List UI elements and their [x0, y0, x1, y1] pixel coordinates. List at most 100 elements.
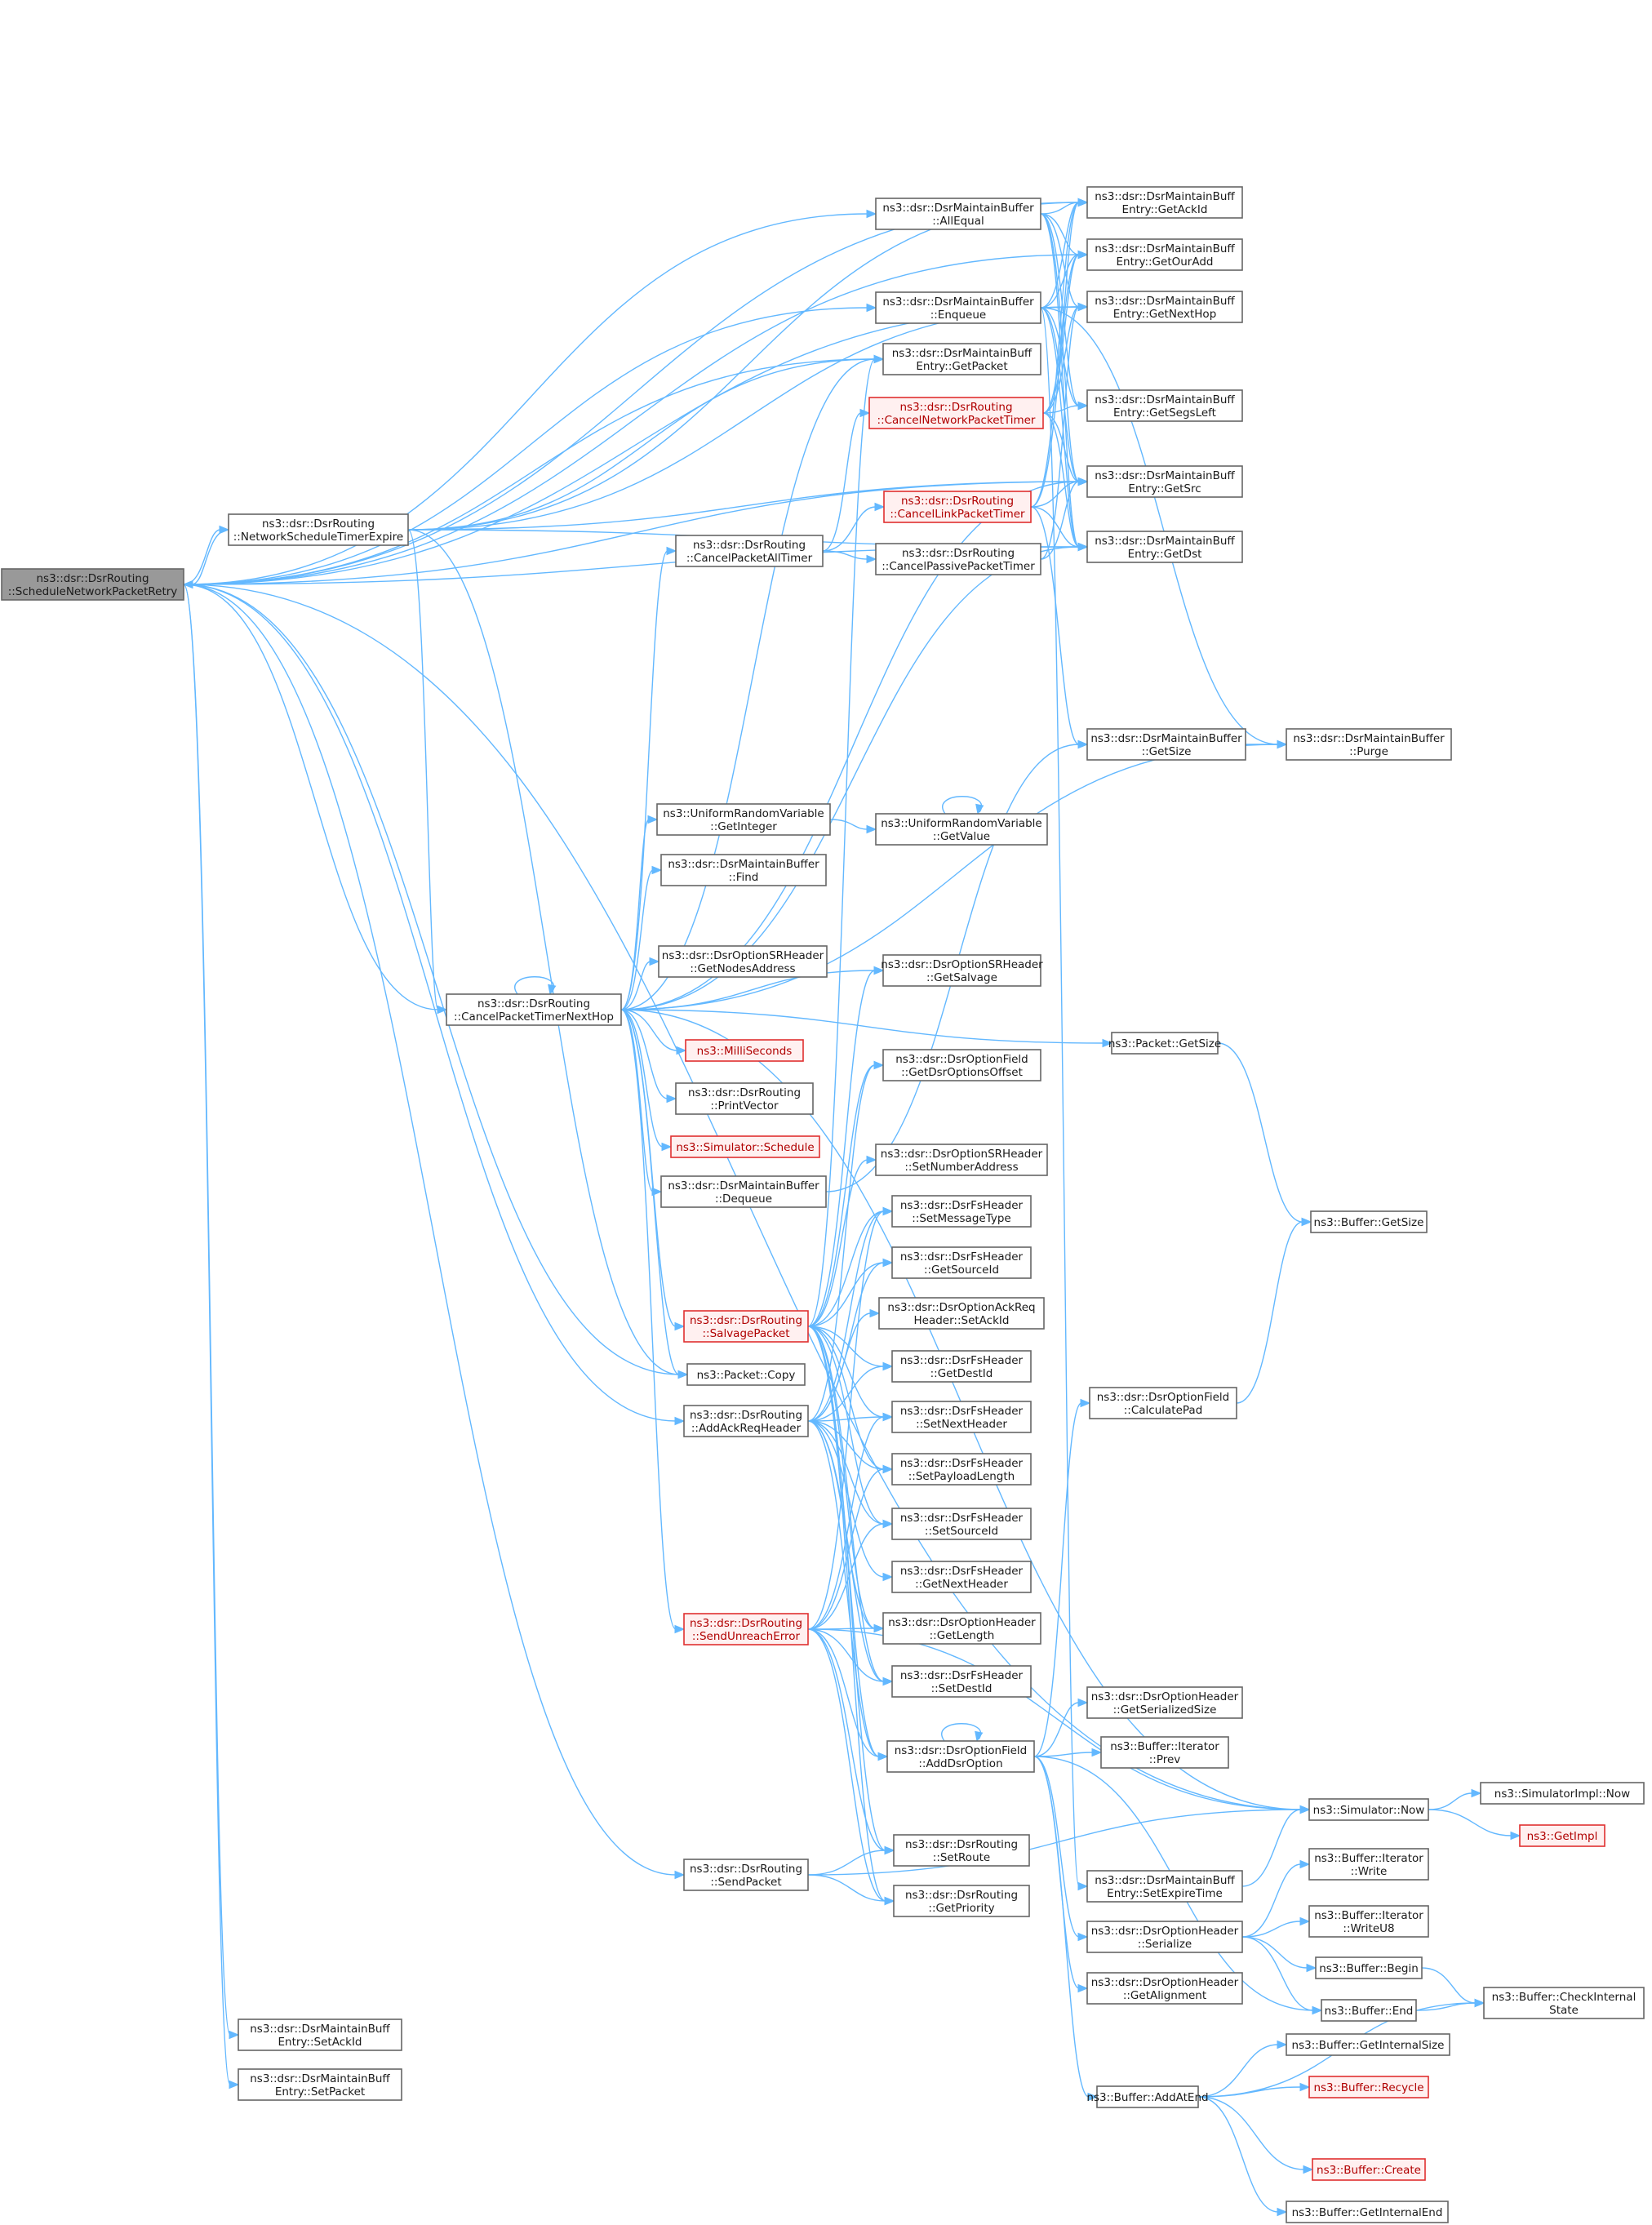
node-mbgetsize[interactable]: ns3::dsr::DsrMaintainBuffer::GetSize [1086, 728, 1246, 761]
node-mbsetpkt[interactable]: ns3::dsr::DsrMaintainBuffEntry::SetPacke… [238, 2068, 402, 2101]
node-setpaylen[interactable]: ns3::dsr::DsrFsHeader::SetPayloadLength [891, 1453, 1032, 1486]
node-getnodesaddr[interactable]: ns3::dsr::DsrOptionSRHeader::GetNodesAdd… [658, 945, 828, 978]
node-label-line: ns3::dsr::DsrOptionSRHeader [881, 958, 1043, 971]
edge-line [1040, 254, 1080, 309]
node-printvec[interactable]: ns3::dsr::DsrRouting::PrintVector [675, 1082, 814, 1115]
node-getnexthdr[interactable]: ns3::dsr::DsrFsHeader::GetNextHeader [891, 1561, 1032, 1593]
node-label-line: ns3::Buffer::Iterator [1314, 1852, 1423, 1865]
node-label-line: ns3::UniformRandomVariable [881, 817, 1042, 830]
edge-arrowhead [1077, 250, 1089, 260]
node-simimplnow[interactable]: ns3::SimulatorImpl::Now [1480, 1782, 1645, 1805]
node-label-line: ns3::dsr::DsrFsHeader [900, 1565, 1024, 1578]
node-allequal[interactable]: ns3::dsr::DsrMaintainBuffer::AllEqual [875, 198, 1041, 230]
node-getdsroff[interactable]: ns3::dsr::DsrOptionField::GetDsrOptionsO… [882, 1049, 1041, 1081]
node-bufend[interactable]: ns3::Buffer::End [1321, 1999, 1417, 2022]
node-cnpt[interactable]: ns3::dsr::DsrRouting::CancelNetworkPacke… [868, 397, 1044, 429]
node-bufcreate[interactable]: ns3::Buffer::Create [1312, 2158, 1426, 2181]
node-calcpad[interactable]: ns3::dsr::DsrOptionField::CalculatePad [1089, 1387, 1237, 1419]
node-getintend[interactable]: ns3::Buffer::GetInternalEnd [1286, 2201, 1449, 2223]
node-label-line: ns3::dsr::DsrMaintainBuff [1095, 535, 1235, 548]
node-setexpire[interactable]: ns3::dsr::DsrMaintainBuffEntry::SetExpir… [1086, 1870, 1243, 1903]
node-root[interactable]: ns3::dsr::DsrRouting::ScheduleNetworkPac… [1, 568, 184, 601]
node-setnumaddr[interactable]: ns3::dsr::DsrOptionSRHeader::SetNumberAd… [875, 1144, 1048, 1176]
node-adddsropt[interactable]: ns3::dsr::DsrOptionField::AddDsrOption [886, 1740, 1035, 1773]
node-box [446, 993, 622, 1026]
node-ohser[interactable]: ns3::dsr::DsrOptionHeader::Serialize [1086, 1921, 1243, 1953]
node-clpt[interactable]: ns3::dsr::DsrRouting::CancelLinkPacketTi… [883, 491, 1032, 523]
node-cppt[interactable]: ns3::dsr::DsrRouting::CancelPassivePacke… [875, 543, 1041, 575]
node-getintsize[interactable]: ns3::Buffer::GetInternalSize [1286, 2033, 1450, 2056]
node-simnow[interactable]: ns3::Simulator::Now [1308, 1798, 1429, 1821]
node-milli[interactable]: ns3::MilliSeconds [685, 1039, 804, 1062]
node-sendpacket[interactable]: ns3::dsr::DsrRouting::SendPacket [683, 1859, 809, 1891]
node-itwrite[interactable]: ns3::Buffer::Iterator::Write [1308, 1848, 1429, 1881]
node-setdestid[interactable]: ns3::dsr::DsrFsHeader::SetDestId [891, 1665, 1032, 1698]
node-purge[interactable]: ns3::dsr::DsrMaintainBuffer::Purge [1286, 728, 1452, 761]
node-schedule[interactable]: ns3::Simulator::Schedule [670, 1135, 820, 1158]
node-bufgetsize[interactable]: ns3::Buffer::GetSize [1310, 1210, 1428, 1233]
node-addatend[interactable]: ns3::Buffer::AddAtEnd [1086, 2085, 1209, 2108]
node-itwriteu8[interactable]: ns3::Buffer::Iterator::WriteU8 [1308, 1905, 1429, 1938]
node-cptnh[interactable]: ns3::dsr::DsrRouting::CancelPacketTimerN… [446, 993, 622, 1026]
node-box [683, 1613, 809, 1645]
edge-arrowhead [1306, 1963, 1317, 1973]
node-getsegsleft[interactable]: ns3::dsr::DsrMaintainBuffEntry::GetSegsL… [1086, 389, 1243, 422]
node-label-line: ns3::dsr::DsrRouting [693, 539, 806, 552]
node-ohgetser[interactable]: ns3::dsr::DsrOptionHeader::GetSerialized… [1086, 1686, 1243, 1719]
edge-line [183, 213, 868, 585]
node-urvgetint[interactable]: ns3::UniformRandomVariable::GetInteger [656, 803, 831, 836]
edge-cptnh-to-dequeue [620, 1009, 663, 1197]
node-getsalvage[interactable]: ns3::dsr::DsrOptionSRHeader::GetSalvage [881, 954, 1043, 987]
node-getpacket[interactable]: ns3::dsr::DsrMaintainBuffEntry::GetPacke… [882, 343, 1041, 375]
node-enqueue[interactable]: ns3::dsr::DsrMaintainBuffer::Enqueue [875, 291, 1041, 324]
edge-clpt-to-getouradd [1030, 250, 1089, 508]
node-setnexthdr[interactable]: ns3::dsr::DsrFsHeader::SetNextHeader [891, 1401, 1032, 1433]
edge-line [191, 529, 229, 585]
edge-sendunreach-to-setdestid [807, 1628, 894, 1686]
node-box [891, 1665, 1032, 1698]
node-box [1096, 2085, 1199, 2108]
node-label-line: ns3::dsr::DsrOptionHeader [888, 1616, 1036, 1629]
node-addackreq[interactable]: ns3::dsr::DsrRouting::AddAckReqHeader [683, 1405, 809, 1437]
edge-arrowhead [651, 865, 663, 875]
edge-cptnh-to-sendunreach [620, 1009, 686, 1634]
node-urvgetval[interactable]: ns3::UniformRandomVariable::GetValue [875, 813, 1048, 846]
node-box [886, 1740, 1035, 1773]
node-getimpl[interactable]: ns3::GetImpl [1519, 1824, 1605, 1847]
node-cpat[interactable]: ns3::dsr::DsrRouting::CancelPacketAllTim… [675, 535, 824, 567]
node-pktcopy[interactable]: ns3::Packet::Copy [686, 1363, 806, 1386]
edge-ohser-to-bufbegin [1241, 1936, 1317, 1973]
node-getouradd[interactable]: ns3::dsr::DsrMaintainBuffEntry::GetOurAd… [1086, 238, 1243, 271]
node-bufbegin[interactable]: ns3::Buffer::Begin [1315, 1956, 1423, 1979]
node-getsourceid[interactable]: ns3::dsr::DsrFsHeader::GetSourceId [891, 1246, 1032, 1279]
node-sendunreach[interactable]: ns3::dsr::DsrRouting::SendUnreachError [683, 1613, 809, 1645]
node-label-line: ns3::Buffer::Recycle [1313, 2081, 1423, 2094]
node-nste[interactable]: ns3::dsr::DsrRouting::NetworkScheduleTim… [228, 513, 409, 546]
node-salvage[interactable]: ns3::dsr::DsrRouting::SalvagePacket [683, 1310, 809, 1343]
node-mbfind[interactable]: ns3::dsr::DsrMaintainBuffer::Find [660, 854, 827, 886]
node-setroute[interactable]: ns3::dsr::DsrRouting::SetRoute [893, 1834, 1030, 1867]
node-box [891, 1401, 1032, 1433]
node-ohgetalign[interactable]: ns3::dsr::DsrOptionHeader::GetAlignment [1086, 1972, 1243, 2005]
node-pktgetsize[interactable]: ns3::Packet::GetSize [1108, 1032, 1221, 1055]
edge-line [822, 506, 877, 552]
node-getdestid[interactable]: ns3::dsr::DsrFsHeader::GetDestId [891, 1350, 1032, 1383]
node-getnexthop[interactable]: ns3::dsr::DsrMaintainBuffEntry::GetNextH… [1086, 291, 1243, 323]
edge-allequal-to-getnexthop [1040, 213, 1089, 312]
node-setmsgtype[interactable]: ns3::dsr::DsrFsHeader::SetMessageType [891, 1195, 1032, 1228]
node-setackid2[interactable]: ns3::dsr::DsrOptionAckReqHeader::SetAckI… [878, 1297, 1045, 1330]
node-label-line: Entry::GetAckId [1122, 203, 1208, 216]
node-itprev[interactable]: ns3::Buffer::Iterator::Prev [1100, 1736, 1229, 1769]
node-setsourceid[interactable]: ns3::dsr::DsrFsHeader::SetSourceId [891, 1508, 1032, 1540]
node-ohgetlen[interactable]: ns3::dsr::DsrOptionHeader::GetLength [882, 1612, 1041, 1645]
node-dequeue[interactable]: ns3::dsr::DsrMaintainBuffer::Dequeue [660, 1175, 827, 1208]
node-box [882, 343, 1041, 375]
node-label-line: ns3::dsr::DsrFsHeader [900, 1405, 1024, 1418]
node-getprio[interactable]: ns3::dsr::DsrRouting::GetPriority [893, 1885, 1030, 1917]
node-recycle[interactable]: ns3::Buffer::Recycle [1308, 2076, 1429, 2098]
